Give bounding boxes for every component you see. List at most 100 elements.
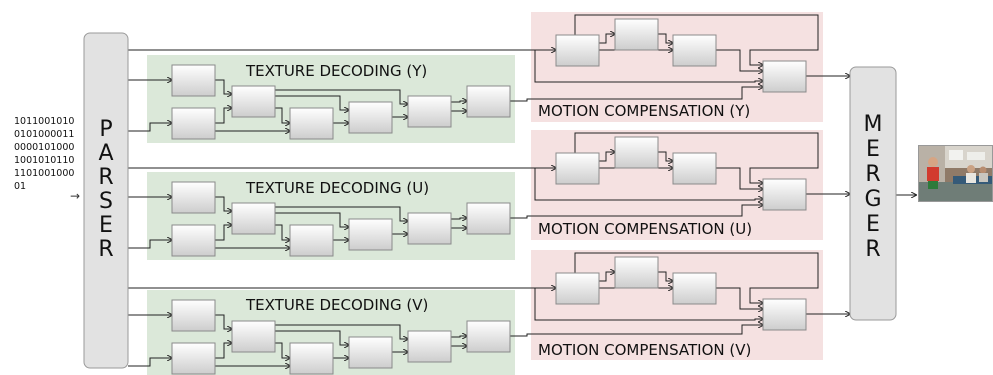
texture-y-block-a [171, 64, 216, 97]
connector-line [451, 336, 467, 337]
texture-v-block-g [466, 320, 511, 353]
connector-line [275, 95, 349, 110]
connector-line [215, 196, 232, 211]
connector-line [658, 151, 673, 161]
connector-line [451, 218, 467, 219]
texture-v-block-d [289, 342, 334, 375]
connector-line [574, 132, 819, 183]
connector-line [599, 272, 615, 282]
connector-line [275, 342, 290, 358]
texture-y-block-f [407, 95, 452, 128]
connector-line [658, 33, 673, 43]
texture-decoding-y-title: TEXTURE DECODING (Y) [246, 62, 428, 80]
motion-u-block-a [555, 152, 600, 185]
texture-u-block-d [289, 224, 334, 257]
parser-to-texture-y-b [128, 123, 172, 132]
bitstream-line: 0000101000 [14, 142, 75, 153]
input-arrow-icon: → [70, 189, 81, 203]
texture-y-block-g [466, 85, 511, 118]
texture-v-block-e [348, 336, 393, 369]
texture-to-motion-v [510, 325, 763, 337]
connector-line [716, 167, 763, 189]
motion-y-block-d [762, 60, 807, 93]
motion-y-block-a [555, 34, 600, 67]
connector-line [534, 50, 763, 82]
texture-decoding-u-title: TEXTURE DECODING (U) [246, 179, 430, 197]
texture-to-motion-y [510, 87, 763, 102]
texture-u-block-f [407, 212, 452, 245]
texture-y-block-d [289, 107, 334, 140]
motion-u-block-b [614, 136, 659, 169]
texture-u-block-g [466, 202, 511, 235]
texture-v-block-b [171, 342, 216, 375]
bitstream-line: 1011001010 [14, 116, 75, 127]
connector-line [534, 168, 763, 200]
connector-line [275, 206, 408, 221]
connector-line [275, 324, 408, 339]
motion-u-block-d [762, 178, 807, 211]
texture-v-block-c [231, 320, 276, 353]
connector-line [275, 107, 290, 123]
parser-label: P A R S E R [84, 118, 128, 262]
connector-line [599, 34, 615, 44]
bitstream-line: 1101001000 [14, 168, 75, 179]
texture-u-block-c [231, 202, 276, 235]
connector-line [534, 288, 763, 320]
motion-compensation-v-title: MOTION COMPENSATION (V) [538, 341, 752, 359]
connector-line [215, 108, 232, 124]
connector-line [215, 79, 232, 94]
merger-letter: G [864, 187, 882, 212]
parser-letter: R [98, 165, 114, 190]
merger-letter: M [863, 112, 883, 137]
texture-y-block-b [171, 107, 216, 140]
merger-letter: E [866, 212, 880, 237]
motion-y-block-c [672, 34, 717, 67]
parser-letter: P [99, 117, 113, 142]
connector-line [451, 101, 467, 102]
bitstream-line: 01 [14, 181, 27, 192]
connector-line [574, 252, 819, 303]
bitstream-input: 1011001010 0101000011 0000101000 1001010… [14, 115, 74, 193]
merger-letter: E [866, 137, 880, 162]
parser-to-texture-u-b [128, 240, 172, 249]
motion-v-block-d [762, 298, 807, 331]
motion-compensation-y-title: MOTION COMPENSATION (Y) [538, 102, 751, 120]
parser-letter: S [99, 189, 113, 214]
motion-compensation-u-title: MOTION COMPENSATION (U) [538, 220, 753, 238]
texture-u-block-e [348, 218, 393, 251]
connector-line [658, 271, 673, 281]
merger-letter: R [865, 237, 881, 262]
connector-line [215, 225, 232, 241]
motion-v-block-c [672, 272, 717, 305]
parser-letter: E [99, 213, 113, 238]
connector-line [215, 343, 232, 359]
bitstream-line: 1001010110 [14, 155, 75, 166]
motion-u-block-c [672, 152, 717, 185]
merger-letter: R [865, 162, 881, 187]
texture-to-motion-u [510, 205, 763, 219]
parser-to-texture-v-b [128, 358, 172, 367]
connector-line [215, 314, 232, 329]
texture-v-block-f [407, 330, 452, 363]
bitstream-line: 0101000011 [14, 129, 75, 140]
texture-decoding-v-title: TEXTURE DECODING (V) [246, 296, 429, 314]
connector-line [275, 212, 349, 227]
connector-line [599, 152, 615, 162]
connector-line [275, 224, 290, 240]
connector-line [275, 89, 408, 104]
connector-line [275, 330, 349, 345]
texture-v-block-a [171, 299, 216, 332]
video-frame-image [919, 146, 992, 201]
merger-pillar [849, 66, 897, 321]
motion-y-block-b [614, 18, 659, 51]
parser-letter: A [98, 141, 114, 166]
parser-pillar [83, 32, 129, 369]
merger-label: M E R G E R [850, 112, 896, 262]
motion-v-block-a [555, 272, 600, 305]
output-video-frame [918, 145, 993, 202]
connector-line [574, 14, 819, 65]
parser-letter: R [98, 237, 114, 262]
texture-u-block-a [171, 181, 216, 214]
texture-y-block-c [231, 85, 276, 118]
